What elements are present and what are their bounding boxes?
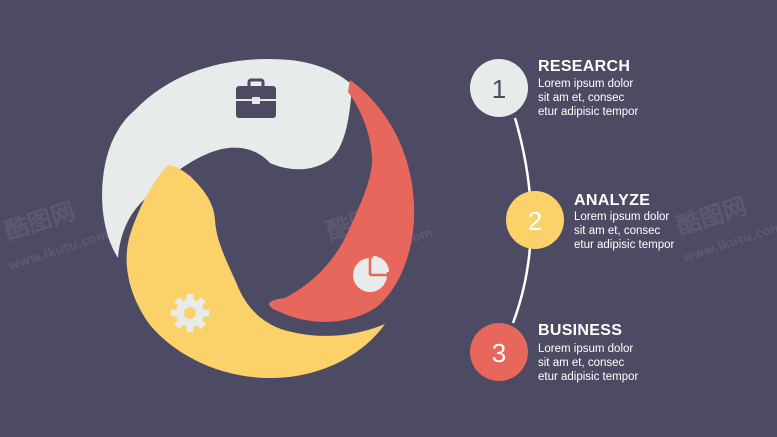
step-number: 1 bbox=[492, 74, 506, 104]
cycle-segment-research bbox=[102, 58, 352, 258]
step-description-line: etur adipisic tempor bbox=[538, 106, 639, 118]
step-number: 3 bbox=[492, 338, 506, 368]
step-description-line: etur adipisic tempor bbox=[538, 371, 639, 383]
watermark-logo: 酷图网 bbox=[1, 197, 78, 246]
briefcase-icon bbox=[236, 78, 276, 118]
step-description-line: etur adipisic tempor bbox=[574, 239, 675, 251]
gear-icon bbox=[171, 294, 209, 332]
step-title: RESEARCH bbox=[538, 58, 630, 75]
step-number-badge bbox=[470, 323, 528, 381]
step-description-line: Lorem ipsum dolor bbox=[574, 211, 669, 223]
step-number: 2 bbox=[528, 206, 542, 236]
step-description-line: sit am et, consec bbox=[538, 357, 625, 369]
step-description-line: sit am et, consec bbox=[538, 92, 625, 104]
step-number-badge bbox=[506, 191, 564, 249]
step-title: ANALYZE bbox=[574, 192, 650, 209]
step-research: 1 RESEARCH Lorem ipsum dolor sit am et, … bbox=[470, 58, 639, 118]
step-description-line: Lorem ipsum dolor bbox=[538, 343, 633, 355]
step-business: 3 BUSINESS Lorem ipsum dolor sit am et, … bbox=[470, 322, 639, 383]
step-description-line: sit am et, consec bbox=[574, 225, 661, 237]
pie-chart-icon bbox=[353, 256, 389, 292]
step-description-line: Lorem ipsum dolor bbox=[538, 78, 633, 90]
step-title: BUSINESS bbox=[538, 322, 622, 339]
step-number-badge bbox=[470, 59, 528, 117]
step-analyze: 2 ANALYZE Lorem ipsum dolor sit am et, c… bbox=[506, 191, 675, 251]
